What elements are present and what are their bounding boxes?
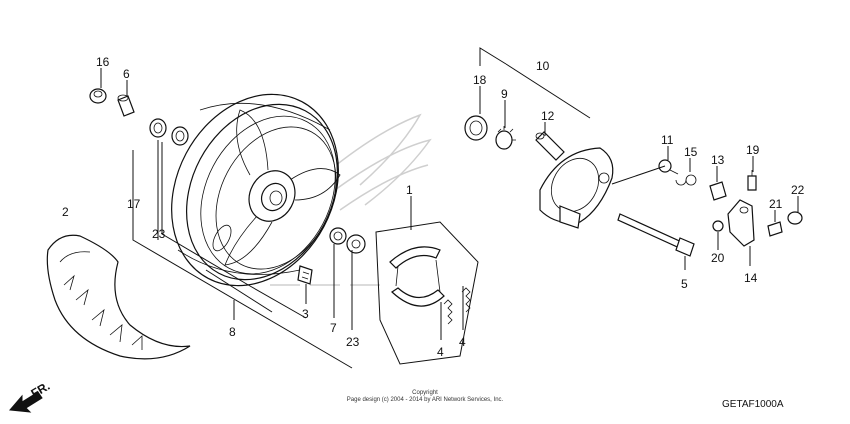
callout-15: 15 (684, 145, 698, 159)
callout-23-left: 23 (152, 227, 166, 241)
leader-lines (100, 47, 799, 369)
callout-2: 2 (62, 205, 69, 219)
bearing-17 (149, 118, 167, 138)
callout-11: 11 (661, 133, 674, 147)
collar-21 (767, 221, 783, 237)
callout-22: 22 (791, 183, 805, 197)
callout-9: 9 (501, 87, 508, 101)
callout-12: 12 (541, 109, 555, 123)
callout-3: 3 (302, 307, 309, 321)
nut-22 (787, 211, 803, 225)
callout-19: 19 (746, 143, 760, 157)
collar-6 (117, 94, 135, 117)
callout-6: 6 (123, 67, 130, 81)
copyright-line-2: Page design (c) 2004 - 2014 by ARI Netwo… (347, 397, 504, 403)
brake-panel (539, 147, 614, 229)
rear-wheel (171, 93, 341, 287)
bolt-19 (747, 170, 757, 191)
bearing-7 (329, 227, 347, 245)
callout-7: 7 (330, 321, 337, 335)
callout-1: 1 (406, 183, 413, 197)
arm-14 (727, 199, 755, 247)
nut-16 (89, 88, 107, 104)
bearing-23b (346, 234, 366, 254)
tire (46, 234, 191, 360)
cam-12 (535, 131, 565, 161)
callout-21: 21 (769, 197, 783, 211)
callout-8: 8 (229, 325, 236, 339)
callout-23-right: 23 (346, 335, 360, 349)
callout-17: 17 (127, 197, 141, 211)
callout-18: 18 (473, 73, 487, 87)
callout-20: 20 (711, 251, 725, 265)
spring-15 (669, 169, 697, 186)
brake-shoe-kit (375, 221, 479, 365)
callout-4-right: 4 (459, 335, 466, 349)
callout-14: 14 (744, 271, 758, 285)
callout-13: 13 (711, 153, 725, 167)
front-direction-arrow: FR. (8, 379, 52, 413)
gear-9 (495, 126, 516, 150)
callout-4-left: 4 (437, 345, 444, 359)
copyright-line-1: Copyright (412, 390, 438, 396)
watermark-wing (270, 113, 432, 286)
callout-5: 5 (681, 277, 688, 291)
nut-20 (712, 220, 724, 232)
callouts: 16 6 17 23 2 8 3 7 23 1 4 4 18 9 10 12 1… (62, 55, 805, 359)
seal-18 (464, 115, 488, 141)
diagram-code: GETAF1000A (722, 399, 784, 410)
bolt-3 (297, 265, 313, 285)
indicator-13 (709, 181, 727, 201)
callout-10: 10 (536, 59, 550, 73)
bearing-23a (171, 126, 189, 146)
axle-5 (617, 213, 695, 257)
callout-16: 16 (96, 55, 110, 69)
